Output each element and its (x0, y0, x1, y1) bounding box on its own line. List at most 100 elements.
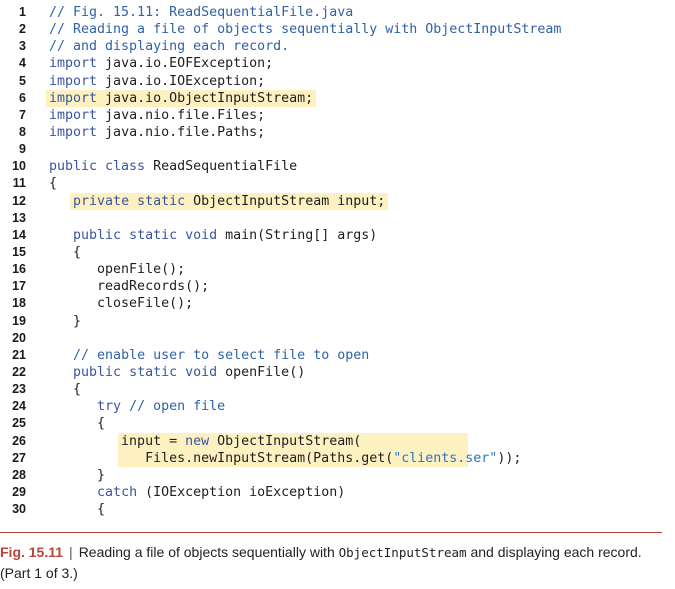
line-number: 27 (12, 450, 26, 465)
line-number: 26 (12, 433, 26, 448)
code-keyword: public static void (73, 364, 218, 380)
code-token: openFile() (217, 364, 306, 380)
line-number: 8 (19, 124, 26, 139)
code-line: 16 openFile(); (0, 261, 675, 278)
code-token: java.io.EOFException; (97, 56, 274, 72)
line-number: 30 (12, 502, 26, 517)
caption-text-before: Reading a file of objects sequentially w… (78, 544, 339, 560)
code-line: 27 Files.newInputStream(Paths.get("clien… (0, 449, 675, 467)
code-line: 20 (0, 330, 675, 347)
code-token: } (49, 313, 82, 329)
code-text: Files.newInputStream(Paths.get("clients.… (49, 449, 522, 467)
code-text: private static ObjectInputStream input; (49, 192, 388, 210)
code-keyword: try (97, 399, 122, 415)
line-number: 22 (12, 364, 26, 379)
code-line: 13 (0, 210, 675, 227)
code-token (49, 485, 97, 500)
code-line: 25 { (0, 415, 675, 432)
code-token (49, 365, 73, 380)
code-text: import java.nio.file.Paths; (49, 124, 265, 141)
code-line: 2 // Reading a file of objects sequential… (0, 21, 675, 38)
code-token: input = (49, 433, 186, 449)
code-text: public static void openFile() (49, 364, 305, 381)
line-number: 23 (12, 382, 26, 397)
code-token: { (49, 244, 82, 260)
code-keyword: import (49, 90, 98, 106)
figure-caption: Fig. 15.11|Reading a file of objects seq… (0, 542, 650, 583)
line-highlight (118, 449, 468, 467)
code-token: main(String[] args) (217, 227, 378, 243)
code-token: ObjectInputStream input; (185, 193, 386, 209)
line-number: 16 (12, 262, 26, 277)
code-keyword: private static (73, 193, 186, 209)
code-line: 8 import java.nio.file.Paths; (0, 124, 675, 141)
line-number: 13 (12, 210, 26, 225)
code-keyword: public static void (73, 227, 218, 243)
code-text: { (49, 415, 105, 432)
code-comment: // Reading a file of objects sequentiall… (49, 22, 562, 38)
line-number: 14 (12, 227, 26, 242)
code-token: java.nio.file.Files; (97, 107, 266, 123)
code-line: 21 // enable user to select file to open (0, 347, 675, 364)
code-text: catch (IOException ioException) (49, 484, 345, 501)
line-number: 5 (19, 73, 26, 88)
code-text: { (49, 501, 105, 518)
code-line: 15 { (0, 244, 675, 261)
code-keyword: import (49, 107, 98, 123)
code-line: 29 catch (IOException ioException) (0, 484, 675, 501)
code-line: 19 } (0, 313, 675, 330)
code-token: readRecords(); (49, 279, 210, 295)
code-line: 28 } (0, 467, 675, 484)
code-line: 1// Fig. 15.11: ReadSequentialFile.java (0, 4, 675, 21)
code-token: Files.newInputStream(Paths.get( (49, 450, 394, 466)
code-text: } (49, 313, 81, 330)
code-line: 12 private static ObjectInputStream inpu… (0, 192, 675, 210)
code-text: closeFile(); (49, 295, 193, 312)
code-token: (IOException ioException) (137, 484, 346, 500)
code-token: closeFile(); (49, 296, 194, 312)
code-text: readRecords(); (49, 278, 209, 295)
line-number: 2 (19, 22, 26, 37)
line-number: 6 (19, 90, 26, 105)
line-highlight (46, 89, 316, 107)
line-number: 15 (12, 244, 26, 259)
code-text: public static void main(String[] args) (49, 227, 377, 244)
code-keyword: import (49, 56, 98, 72)
code-keyword: import (49, 124, 98, 140)
code-comment: // open file (129, 399, 226, 415)
figure-label: Fig. 15.11 (0, 544, 64, 560)
code-text: { (49, 175, 57, 192)
code-line: 18 closeFile(); (0, 295, 675, 312)
line-number: 19 (12, 313, 26, 328)
code-token: java.io.IOException; (97, 73, 266, 89)
line-number: 18 (12, 296, 26, 311)
code-string: "clients.ser" (393, 450, 498, 466)
code-token (49, 228, 73, 243)
code-keyword: import (49, 73, 98, 89)
code-token (121, 399, 129, 414)
code-token: { (49, 176, 58, 192)
code-token: { (49, 416, 106, 432)
code-comment: // Fig. 15.11: ReadSequentialFile.java (49, 5, 354, 20)
code-line: 26 input = new ObjectInputStream( (0, 432, 675, 450)
code-token: { (49, 502, 106, 518)
caption-text-after: and displaying each record. (Part 1 of 3… (0, 544, 642, 581)
line-number: 20 (12, 330, 26, 345)
code-token (49, 194, 73, 209)
line-number: 28 (12, 467, 26, 482)
line-number: 9 (19, 142, 26, 157)
code-text: public class ReadSequentialFile (49, 158, 297, 175)
code-text: { (49, 244, 81, 261)
line-number: 17 (12, 279, 26, 294)
code-line: 23 { (0, 381, 675, 398)
code-text: import java.io.EOFException; (49, 55, 273, 72)
line-number: 3 (19, 39, 26, 54)
code-token: )); (497, 450, 522, 466)
code-line: 30 { (0, 501, 675, 518)
code-token: } (49, 467, 106, 483)
code-text: import java.io.IOException; (49, 73, 265, 90)
